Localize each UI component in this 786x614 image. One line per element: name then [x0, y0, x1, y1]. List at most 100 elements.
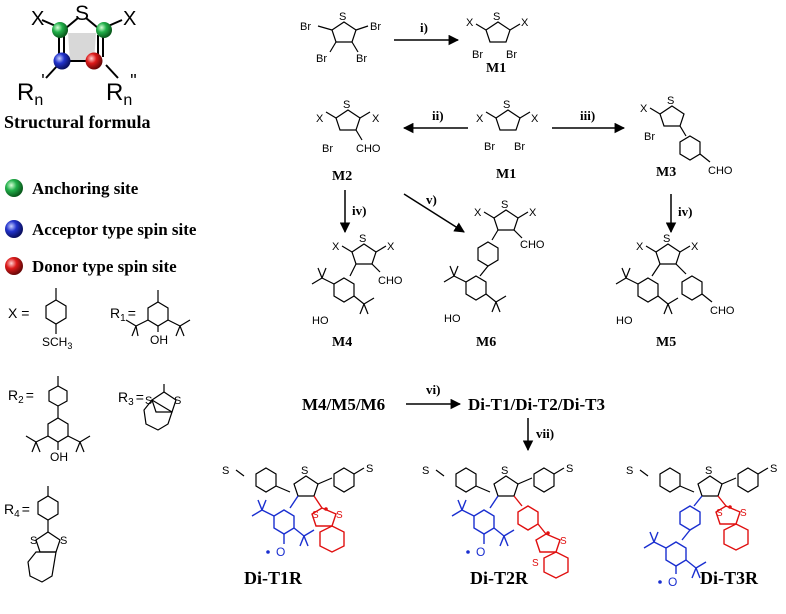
- m1m-x1: X: [476, 113, 484, 125]
- m4-labels: S X X CHO HO M4: [312, 233, 403, 350]
- m4-name: M4: [332, 335, 352, 350]
- substituents: [25, 288, 191, 583]
- r3-s1: S: [145, 395, 152, 407]
- step-vi-label: vi): [426, 382, 440, 397]
- t2-o: O: [476, 545, 485, 559]
- m5-ho: HO: [616, 315, 633, 327]
- m6-s: S: [501, 199, 508, 211]
- product-di-t2r: S S S O S S Di-T2R: [422, 463, 573, 588]
- legend-anchoring: Anchoring site: [32, 179, 139, 198]
- m2-x1: X: [316, 113, 324, 125]
- compound-m4: [311, 243, 387, 315]
- t3-donor-fragment: [715, 495, 749, 551]
- r4-s1: S: [30, 535, 37, 547]
- m5-name: M5: [656, 335, 676, 350]
- r4-s2: S: [60, 535, 67, 547]
- tetrabromothiophene: S Br Br Br Br: [300, 11, 381, 65]
- m2-x2: X: [372, 113, 380, 125]
- step-iv-right-label: iv): [678, 204, 692, 219]
- di-t1r-name: Di-T1R: [244, 568, 303, 588]
- m1t-s: S: [493, 11, 500, 23]
- m3-x1: X: [640, 103, 648, 115]
- t2-s-a: S: [532, 558, 539, 569]
- m1-top-name: M1: [486, 61, 506, 76]
- green-sphere-icon: [5, 179, 23, 197]
- m5-cho: CHO: [710, 305, 735, 317]
- m2-s: S: [343, 99, 350, 111]
- r3-s2: S: [174, 395, 181, 407]
- tbt-s: S: [339, 11, 346, 23]
- x-group: SCH3: [42, 335, 72, 351]
- t1-s-left: S: [222, 465, 229, 477]
- sf-x-right: X: [123, 8, 136, 30]
- m5-x1: X: [636, 241, 644, 253]
- m1t-br1: Br: [472, 49, 483, 61]
- t2-donor-fragment: [513, 495, 569, 579]
- m1m-br2: Br: [514, 141, 525, 153]
- m1t-x1: X: [466, 17, 474, 29]
- m3-cho: CHO: [708, 165, 733, 177]
- t3-s: S: [705, 465, 712, 477]
- t2-s-right: S: [566, 463, 573, 475]
- r3-label: R3=: [118, 389, 144, 408]
- m5-x2: X: [691, 241, 699, 253]
- t2-s-b: S: [560, 536, 567, 547]
- m5-labels: S X X CHO HO M5: [616, 233, 735, 350]
- t1-radical-dot-red: [324, 507, 328, 511]
- t1-acceptor-fragment: [251, 495, 315, 547]
- compound-m3: S X Br CHO M3: [640, 95, 733, 180]
- t3-s-a: S: [716, 508, 723, 519]
- t1-s-a: S: [312, 510, 319, 521]
- x-label: X =: [8, 305, 29, 321]
- tbt-br2: Br: [370, 21, 381, 33]
- mid-right-label: Di-T1/Di-T2/Di-T3: [468, 395, 605, 414]
- tbt-br1: Br: [300, 21, 311, 33]
- step-vii-label: vii): [536, 426, 554, 441]
- r4-label: R4=: [4, 501, 30, 520]
- t2-radical-dot: [466, 550, 470, 554]
- anchor-site-right-icon: [96, 22, 112, 38]
- m4-cho: CHO: [378, 275, 403, 287]
- compound-m2: S X X Br CHO M2: [316, 99, 381, 184]
- step-v-label: v): [426, 192, 437, 207]
- donor-site-icon: [85, 52, 103, 70]
- m6-x2: X: [529, 207, 537, 219]
- t1-donor-fragment: [311, 495, 345, 553]
- legend-acceptor: Acceptor type spin site: [32, 220, 197, 239]
- m2-name: M2: [332, 169, 352, 184]
- anchor-site-left-icon: [52, 22, 68, 38]
- m3-name: M3: [656, 165, 676, 180]
- m6-name: M6: [476, 335, 496, 350]
- t1-radical-dot: [266, 550, 270, 554]
- t3-s-left: S: [626, 465, 633, 477]
- blue-sphere-icon: [5, 220, 23, 238]
- m1t-br2: Br: [506, 49, 517, 61]
- tbt-br4: Br: [356, 53, 367, 65]
- t3-radical-dot: [658, 580, 662, 584]
- m3-s: S: [667, 95, 674, 107]
- m4-ho: HO: [312, 315, 329, 327]
- structural-formula-caption: Structural formula: [4, 112, 150, 132]
- compound-m6: [443, 209, 529, 313]
- t3-s-b: S: [740, 508, 747, 519]
- t1-s-right: S: [366, 463, 373, 475]
- r1-label: R1=: [110, 305, 136, 324]
- t3-radical-dot-red: [728, 505, 732, 509]
- structural-formula: S X X Rn' Rn" Structural formula: [4, 2, 150, 132]
- t3-s-right: S: [770, 463, 777, 475]
- legend-donor: Donor type spin site: [32, 257, 177, 276]
- m2-cho: CHO: [356, 143, 381, 155]
- arrow-step-v: [403, 193, 465, 233]
- compound-m1-mid: S X X Br Br M1: [476, 99, 539, 182]
- sf-s-atom: S: [75, 2, 89, 25]
- t2-acceptor-fragment: [451, 495, 515, 547]
- t2-s-left: S: [422, 465, 429, 477]
- m1t-x2: X: [521, 17, 529, 29]
- sf-rn-prime: Rn': [17, 71, 45, 109]
- step-i-label: i): [420, 20, 428, 35]
- tbt-br3: Br: [316, 53, 327, 65]
- step-ii-label: ii): [432, 108, 444, 123]
- m4-x2: X: [387, 241, 395, 253]
- step-iv-left-label: iv): [352, 203, 366, 218]
